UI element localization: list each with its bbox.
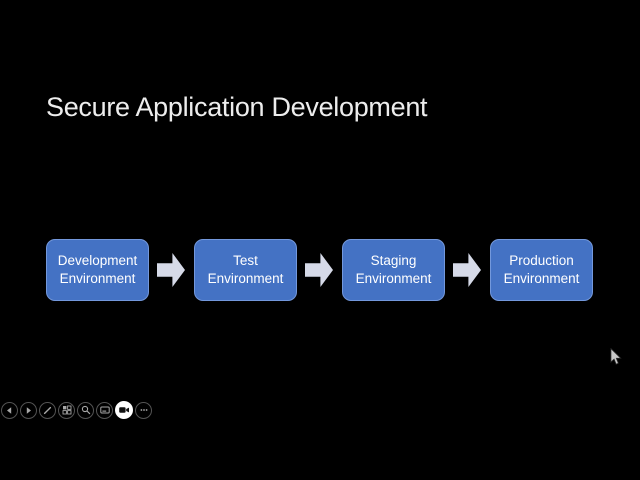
captions-icon xyxy=(99,405,110,415)
ellipsis-icon xyxy=(139,405,149,415)
camera-icon xyxy=(118,404,130,416)
flow-box-label: Test xyxy=(233,253,258,268)
slideshow-toolbar xyxy=(1,401,152,419)
camera-button[interactable] xyxy=(115,401,133,419)
more-options-button[interactable] xyxy=(135,401,152,419)
flow-box-development-environment: Development Environment xyxy=(46,239,149,301)
next-slide-button[interactable] xyxy=(20,401,37,419)
flow-box-production-environment: Production Environment xyxy=(490,239,593,301)
pen-tools-icon xyxy=(43,406,52,415)
mouse-cursor xyxy=(610,347,622,371)
flow-box-staging-environment: Staging Environment xyxy=(342,239,445,301)
see-all-slides-button[interactable] xyxy=(58,401,75,419)
flow-box-label: Staging xyxy=(370,253,417,268)
right-arrow-connector xyxy=(305,253,333,287)
flow-box-label: Environment xyxy=(59,271,136,286)
flow-box-label: Environment xyxy=(503,271,580,286)
next-slide-icon xyxy=(24,406,33,415)
flow-box-label: Development xyxy=(57,253,138,268)
right-arrow-connector xyxy=(157,253,185,287)
zoom-button[interactable] xyxy=(77,401,94,419)
flow-box-label: Environment xyxy=(355,271,432,286)
previous-slide-icon xyxy=(5,406,14,415)
flow-box-label: Production xyxy=(509,253,574,268)
flow-box-test-environment: Test Environment xyxy=(194,239,297,301)
see-all-slides-icon xyxy=(62,405,72,415)
flow-box-label: Environment xyxy=(207,271,284,286)
slide-title: Secure Application Development xyxy=(46,92,428,122)
right-arrow-connector xyxy=(453,253,481,287)
previous-slide-button[interactable] xyxy=(1,401,18,419)
zoom-icon xyxy=(81,405,91,415)
pen-tools-button[interactable] xyxy=(39,401,56,419)
captions-button[interactable] xyxy=(96,401,113,419)
